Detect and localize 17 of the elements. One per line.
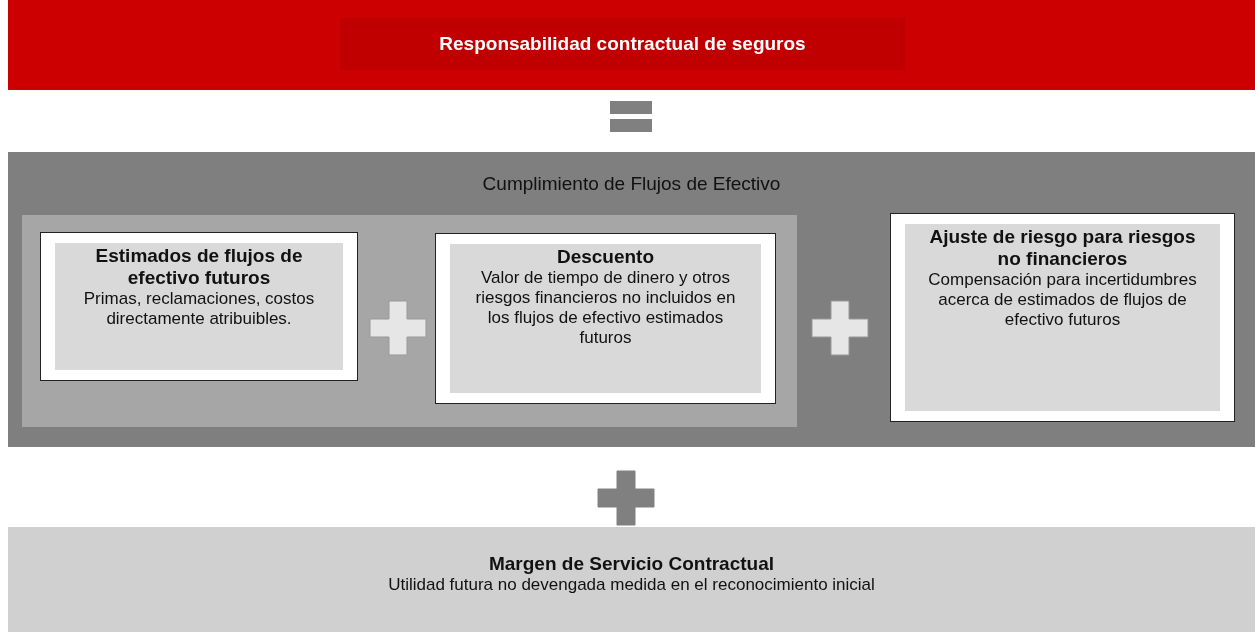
margin-band xyxy=(8,527,1255,632)
component-card xyxy=(435,233,776,404)
component-card xyxy=(890,213,1235,422)
card-heading: Margen de Servicio Contractual xyxy=(487,553,776,575)
card-description: Primas, reclamaciones, costos directamente atribuibles. xyxy=(82,289,316,329)
card-description: Valor de tiempo de dinero y otros riesgos financieros no incluidos en los flujos de efectivo estimados futuros xyxy=(474,268,737,348)
card-heading: Ajuste de riesgo para riesgos no financieros xyxy=(928,226,1197,270)
card-heading: Estimados de flujos de efectivo futuros xyxy=(94,245,304,289)
group-panel xyxy=(22,215,797,427)
component-card xyxy=(40,232,358,381)
title-text: Responsabilidad contractual de seguros xyxy=(439,33,806,55)
section-panel xyxy=(8,152,1255,447)
title-band xyxy=(8,0,1255,90)
card-heading: Descuento xyxy=(555,246,656,268)
card-description: Utilidad futura no devengada medida en el reconocimiento inicial xyxy=(387,575,876,595)
card-description: Compensación para incertidumbres acerca de estimados de flujos de efectivo futuros xyxy=(927,270,1198,330)
section-heading: Cumplimiento de Flujos de Efectivo xyxy=(481,174,782,194)
